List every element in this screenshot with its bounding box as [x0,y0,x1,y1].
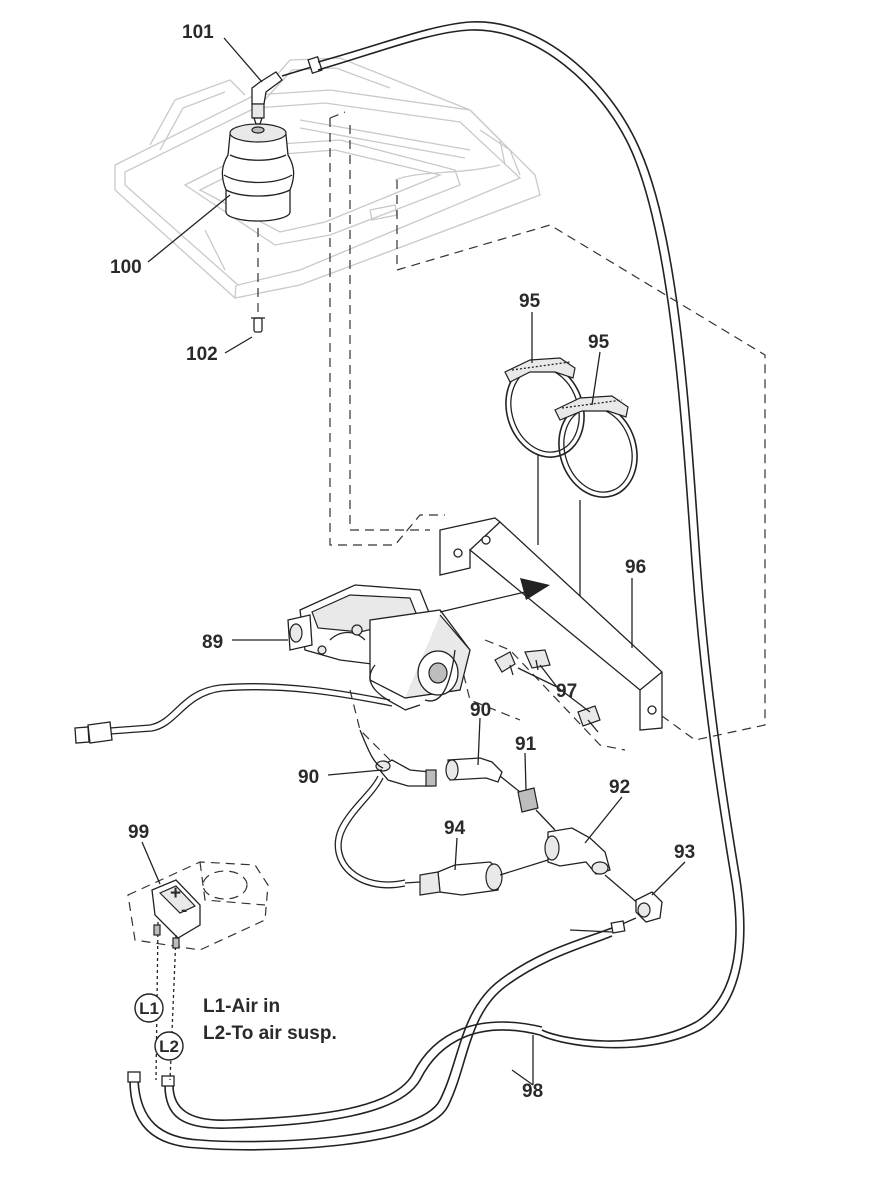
elbow-93 [610,891,663,934]
callout-90a: 90 [470,700,491,721]
l2-circle [154,1031,184,1061]
callout-101: 101 [182,22,214,43]
svg-text:-: - [181,900,187,921]
svg-text:+: + [170,883,181,904]
mount-outline [329,111,766,761]
bolt-102 [251,228,265,333]
pressure-switch-94 [334,775,549,896]
switch-99: + - [127,861,269,1081]
elbow-fitting-101 [251,71,283,125]
air-hose-98 [281,21,745,1049]
assembly-arrow [439,578,550,613]
legend-line-1: L1-Air in [203,996,280,1017]
callout-94: 94 [444,818,466,839]
leader-lines [141,37,686,1086]
callouts: 101 100 102 95 95 96 89 97 90 90 91 92 9… [110,22,695,1102]
l1-label: L1 [139,999,159,1018]
line-markers: L1 L2 [134,993,184,1061]
callout-95a: 95 [519,291,541,312]
compressor-89 [287,584,471,699]
elbow-fittings-90 [359,729,503,787]
l1-circle [134,993,164,1023]
hose-98-bottom [127,927,613,1151]
callout-98: 98 [522,1081,543,1102]
callout-93: 93 [674,842,695,863]
callout-92: 92 [609,777,630,798]
fitting-91 [499,775,539,813]
callout-95b: 95 [588,332,610,353]
tee-fitting-92 [535,809,641,906]
callout-99: 99 [128,822,149,843]
l2-label: L2 [159,1037,179,1056]
legend: L1-Air in L2-To air susp. [203,996,337,1044]
callout-91: 91 [515,734,537,755]
bracket-96 [439,517,663,731]
fittings-97 [494,649,601,733]
callout-96: 96 [625,557,646,578]
wiring [74,649,456,744]
hose-clamps [504,357,638,600]
callout-102: 102 [186,344,218,365]
legend-line-2: L2-To air susp. [203,1023,337,1044]
air-spring [221,123,295,222]
callout-100: 100 [110,257,142,278]
seat-frame [114,57,541,299]
callout-89: 89 [202,632,223,653]
callout-97: 97 [556,681,577,702]
callout-90b: 90 [298,767,319,788]
